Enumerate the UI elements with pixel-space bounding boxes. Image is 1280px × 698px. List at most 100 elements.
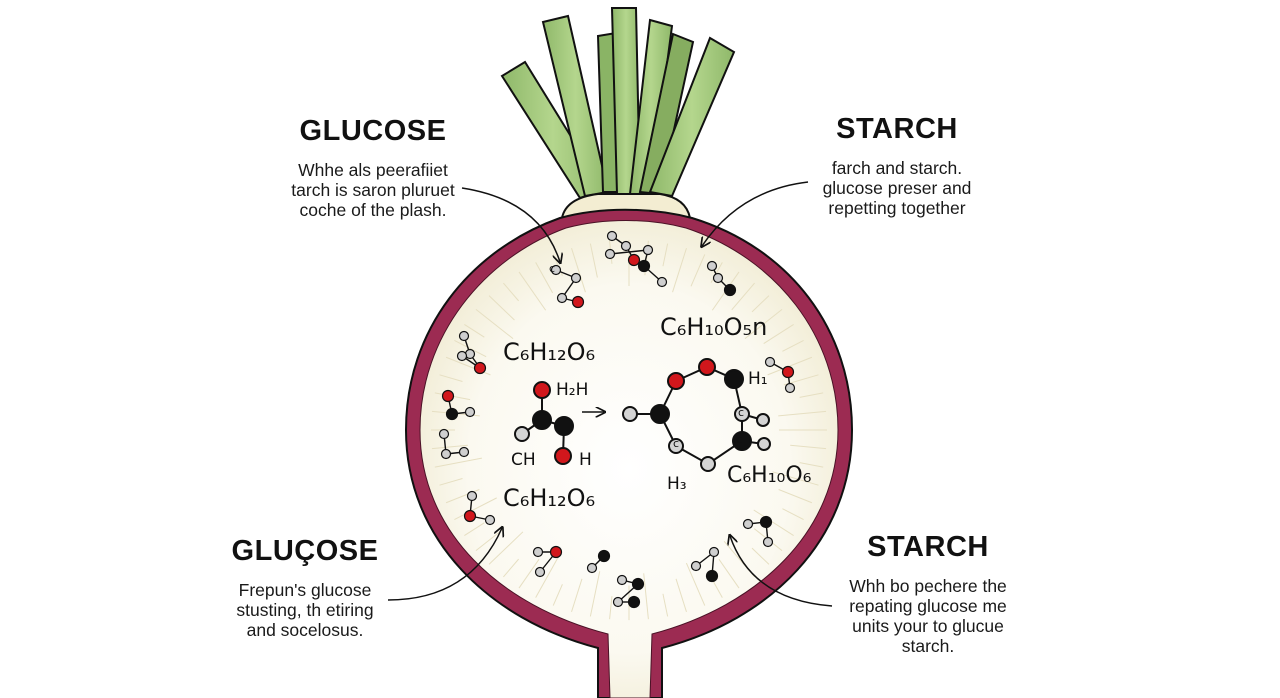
hydrogen-atom [612, 596, 624, 608]
atom-label-c: c [738, 406, 745, 419]
texture-line [763, 323, 794, 345]
small-molecules [438, 230, 796, 609]
small-molecule [706, 260, 737, 297]
hydrogen-atom [762, 536, 774, 548]
small-molecule [550, 264, 585, 309]
texture-line [503, 282, 519, 302]
label-title: STARCH [867, 531, 989, 563]
hydrogen-atom [620, 240, 632, 252]
label-top-left: GLUCOSE Whhe als peerafiiet tarch is sar… [268, 115, 478, 220]
label-line: farch and starch. [831, 158, 963, 178]
atom-label-ch: CH [511, 450, 536, 470]
label-title: STARCH [836, 113, 958, 145]
glucose-molecule [514, 381, 574, 465]
oxygen-atom [571, 295, 585, 309]
texture-line [753, 509, 794, 537]
oxygen-atom [554, 447, 572, 465]
arrow-top-left [461, 187, 560, 262]
starch-ring-molecule [622, 358, 771, 472]
hydrogen-atom [642, 244, 654, 256]
hydrogen-atom [700, 456, 716, 472]
oxygen-atom [667, 372, 685, 390]
hydrogen-atom [586, 562, 598, 574]
hydrogen-atom [606, 230, 618, 242]
hydrogen-atom [706, 260, 718, 272]
texture-line [571, 247, 586, 293]
texture-line [454, 339, 487, 358]
texture-line [464, 323, 485, 338]
texture-line [535, 556, 559, 598]
hydrogen-atom [757, 437, 771, 451]
atom-label-h: H [579, 450, 592, 470]
carbon-atom [759, 515, 773, 529]
texture-line [609, 596, 613, 620]
carbon-atom [597, 549, 611, 563]
carbon-atom [650, 404, 670, 424]
texture-line [799, 392, 824, 398]
atom-label-h1: H₁ [748, 369, 768, 389]
oxygen-atom [441, 389, 455, 403]
hydrogen-atom [438, 428, 450, 440]
texture-line [751, 547, 770, 565]
texture-line [535, 262, 554, 294]
label-line: stusting, th etiring [236, 600, 374, 620]
hydrogen-atom [532, 546, 544, 558]
texture-line [778, 489, 813, 504]
atom-label-c: c [736, 433, 743, 446]
label-top-right: STARCH farch and starch. glucose preser … [800, 113, 994, 218]
atom-label-c: c [549, 262, 556, 275]
carbon-atom [532, 410, 552, 430]
oxygen-atom [627, 253, 641, 267]
texture-line [751, 295, 770, 313]
texture-line [690, 254, 706, 287]
texture-line [571, 578, 583, 613]
glucose-formula-top: C₆H₁₂O₆ [503, 338, 596, 366]
hydrogen-atom [464, 406, 476, 418]
texture-line [672, 247, 687, 293]
texture-line [731, 282, 755, 311]
label-line: starch. [901, 636, 955, 656]
atom-label-c: c [673, 437, 680, 450]
texture-line [772, 471, 819, 486]
texture-line [488, 295, 515, 321]
arrow-top-right [702, 181, 809, 246]
hydrogen-atom [456, 350, 468, 362]
texture-line [685, 562, 706, 606]
hydrogen-atom [656, 276, 668, 288]
small-molecule [606, 230, 641, 267]
oxygen-atom [549, 545, 563, 559]
carbon-atom [724, 369, 744, 389]
label-bottom-right: STARCH Whh bo pechere the repating gluco… [830, 531, 1026, 656]
texture-line [503, 558, 519, 578]
hydrogen-atom [604, 248, 616, 260]
texture-line [799, 462, 824, 468]
starch-formula-bottom: C₆H₁₀O₆ [727, 463, 812, 488]
label-line: coche of the plash. [299, 200, 447, 220]
texture-line [778, 410, 827, 417]
carbon-atom [554, 416, 574, 436]
hydrogen-atom [458, 330, 470, 342]
texture-line [718, 559, 740, 589]
oxygen-atom [533, 381, 551, 399]
label-line: glucose preser and [822, 178, 972, 198]
texture-line [782, 339, 804, 352]
atom-label-h2h: H₂H [556, 380, 589, 400]
atom-label-h3: H₃ [667, 474, 687, 494]
small-molecule [612, 574, 645, 609]
hydrogen-atom [668, 438, 684, 454]
carbon-atom [732, 431, 752, 451]
hydrogen-atom [550, 264, 562, 276]
texture-line [552, 584, 563, 606]
texture-line [782, 508, 804, 521]
texture-line [744, 309, 783, 340]
oxygen-atom [473, 361, 487, 375]
hydrogen-atom [712, 272, 724, 284]
texture-line [790, 444, 827, 450]
label-title: GLUÇOSE [231, 535, 379, 567]
texture-line [589, 571, 601, 617]
hydrogen-atom [484, 514, 496, 526]
arrow-bottom-right [730, 536, 833, 607]
label-line: Frepun's glucose [238, 580, 372, 600]
small-molecule [586, 549, 611, 574]
